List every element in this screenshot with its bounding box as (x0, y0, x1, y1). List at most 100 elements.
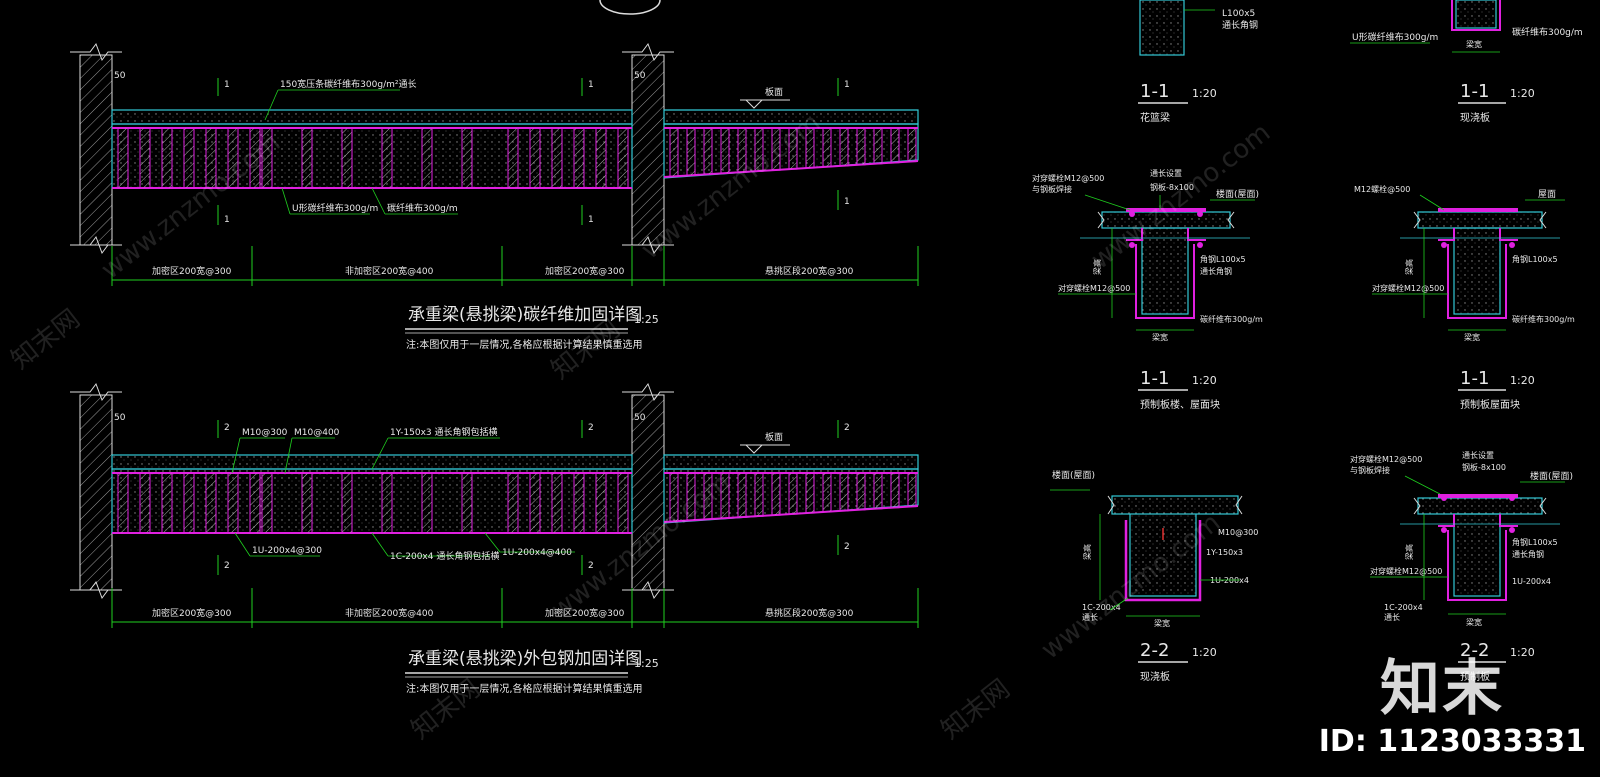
beam1-slab-label: 板面 (765, 86, 783, 98)
svg-text:预制板: 预制板 (1460, 670, 1490, 683)
svg-text:对穿螺栓M12@500: 对穿螺栓M12@500 (1058, 283, 1130, 293)
beam2-steel-straps (117, 472, 917, 534)
svg-text:1: 1 (588, 215, 594, 225)
beam2-slab (111, 454, 633, 470)
beam1-dim-4: 悬挑区段200宽@300 (765, 265, 854, 277)
reinforcement-strip (117, 472, 129, 534)
svg-text:1:20: 1:20 (1510, 374, 1535, 387)
reinforcement-strip (890, 472, 900, 509)
reinforcement-strip (117, 127, 129, 189)
beam1-dim-2: 非加密区200宽@400 (345, 265, 434, 277)
reinforcement-strip (381, 472, 393, 534)
reinforcement-strip (507, 127, 519, 189)
reinforcement-strip (737, 127, 747, 173)
svg-text:花篮梁: 花篮梁 (1140, 111, 1170, 124)
reinforcement-strip (805, 127, 815, 169)
section-mark: 2-2 (1140, 640, 1169, 661)
reinforcement-strip (421, 472, 433, 534)
svg-text:1:20: 1:20 (1192, 87, 1217, 100)
reinforcement-strip (461, 472, 473, 534)
svg-text:梁宽: 梁宽 (1152, 332, 1168, 342)
svg-text:碳纤维布300g/m: 碳纤维布300g/m (1512, 314, 1575, 324)
beam1-u-label: U形碳纤维布300g/m (292, 202, 378, 214)
svg-text:1:20: 1:20 (1192, 646, 1217, 659)
section-mid-left: 对穿螺栓M12@500 与钢板焊接 通长设置 钢板-8x100 楼面(屋面) 角… (1032, 168, 1263, 411)
reinforcement-strip (261, 472, 273, 534)
beam2-1c-label: 1C-200x4 通长角钢包括横 (390, 550, 499, 562)
section-mark: 1-1 (1140, 368, 1169, 389)
beam1-note: 注:本图仅用于一层情况,各格应根据计算结果慎重选用 (406, 338, 643, 351)
svg-text:L100x5: L100x5 (1222, 9, 1255, 19)
svg-text:1:20: 1:20 (1192, 374, 1217, 387)
reinforcement-strip (551, 127, 563, 189)
reinforcement-strip (856, 472, 866, 511)
reinforcement-strip (720, 127, 730, 174)
reinforcement-strip (617, 472, 629, 534)
svg-text:1: 1 (588, 80, 594, 90)
svg-text:50: 50 (114, 413, 126, 423)
reinforcement-strip (720, 472, 730, 519)
svg-text:角钢L100x5: 角钢L100x5 (1512, 254, 1558, 264)
svg-text:1: 1 (844, 80, 850, 90)
reinforcement-strip (301, 472, 313, 534)
beam1-title: 承重梁(悬挑梁)碳纤维加固详图 (408, 305, 642, 325)
reinforcement-strip (595, 472, 607, 534)
reinforcement-strip (227, 472, 239, 534)
reinforcement-strip (839, 127, 849, 167)
reinforcement-strip (551, 472, 563, 534)
svg-text:楼面(屋面): 楼面(屋面) (1216, 188, 1259, 200)
svg-text:2: 2 (588, 423, 594, 433)
reinforcement-strip (822, 127, 832, 168)
svg-text:楼面(屋面): 楼面(屋面) (1052, 469, 1095, 481)
svg-text:通长设置: 通长设置 (1150, 168, 1182, 178)
reinforcement-strip (261, 127, 273, 189)
section-mark: 1-1 (1140, 81, 1169, 102)
reinforcement-strip (507, 472, 519, 534)
svg-text:通长设置: 通长设置 (1462, 450, 1494, 460)
reinforcement-strip (907, 472, 917, 508)
reinforcement-strip (139, 127, 151, 189)
beam1-scale: 1:25 (634, 313, 659, 326)
beam2-scale: 1:25 (634, 657, 659, 670)
beam1-side-label: 碳纤维布300g/m (387, 202, 458, 214)
reinforcement-strip (686, 472, 696, 522)
brand-logo: 知末 (1380, 654, 1504, 724)
svg-text:角钢L100x5: 角钢L100x5 (1512, 537, 1558, 547)
reinforcement-strip (205, 472, 217, 534)
beam1-elevation: 板面 150宽压条碳纤维布300g/m²通长 U形碳纤维布300g/m 碳纤维布… (70, 42, 919, 351)
reinforcement-strip (873, 472, 883, 510)
svg-text:梁高: 梁高 (1092, 259, 1102, 275)
reinforcement-strip (227, 127, 239, 189)
section-top-right: U形碳纤维布300g/m 碳纤维布300g/m 梁宽 1-1 1:20 现浇板 (1350, 0, 1583, 124)
reinforcement-strip (301, 127, 313, 189)
section-mark: 2-2 (1460, 640, 1489, 661)
svg-text:与钢板焊接: 与钢板焊接 (1350, 465, 1390, 475)
reinforcement-strip (341, 127, 353, 189)
beam2-m10-400: M10@400 (294, 428, 340, 438)
svg-text:梁宽: 梁宽 (1154, 618, 1170, 628)
svg-text:通长: 通长 (1384, 612, 1400, 622)
beam2-cantilever-slab (663, 454, 919, 470)
beam2-mid-wall (631, 394, 665, 591)
svg-text:2: 2 (844, 542, 850, 552)
beam1-dim-3: 加密区200宽@300 (545, 265, 625, 277)
svg-text:通长角钢: 通长角钢 (1512, 549, 1544, 559)
reinforcement-strip (737, 472, 747, 518)
reinforcement-strip (907, 127, 917, 163)
svg-text:50: 50 (114, 71, 126, 81)
svg-text:钢板-8x100: 钢板-8x100 (1150, 182, 1194, 192)
beam2-title: 承重梁(悬挑梁)外包钢加固详图 (408, 649, 642, 669)
svg-text:对穿螺栓M12@500: 对穿螺栓M12@500 (1032, 173, 1104, 183)
reinforcement-strip (890, 127, 900, 164)
svg-text:1: 1 (224, 80, 230, 90)
beam2-dim-2: 非加密区200宽@400 (345, 607, 434, 619)
svg-text:对穿螺栓M12@500: 对穿螺栓M12@500 (1370, 566, 1442, 576)
svg-text:通长: 通长 (1082, 612, 1098, 622)
beam2-1u-300: 1U-200x4@300 (252, 546, 322, 556)
reinforcement-strip (573, 472, 585, 534)
watermark-text: 知末网 (936, 674, 1016, 746)
watermark-text: 知末网 (6, 304, 86, 376)
reinforcement-strip (839, 472, 849, 512)
svg-text:1U-200x4: 1U-200x4 (1512, 577, 1551, 586)
reinforcement-strip (754, 127, 764, 172)
